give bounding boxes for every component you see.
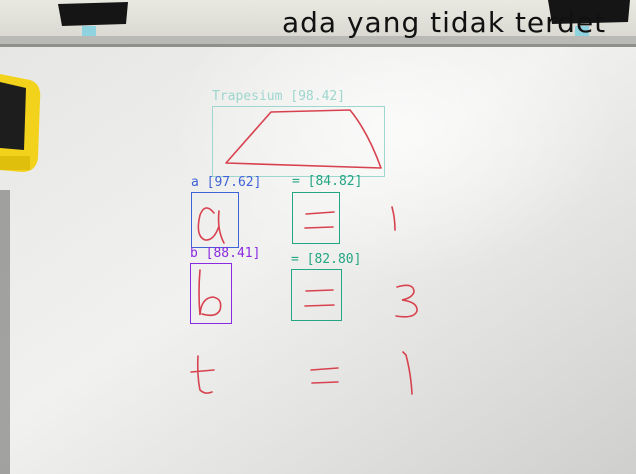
- detection-label-equals-2: = [82.80]: [291, 252, 362, 267]
- detection-box-equals-2: [291, 269, 342, 321]
- handwritten-b: [198, 269, 222, 317]
- drawn-trapezoid: [225, 109, 382, 169]
- detection-label-trapesium: Trapesium [98.42]: [212, 89, 346, 104]
- handwritten-a: [197, 207, 225, 244]
- handwritten-equals-3: [310, 367, 339, 384]
- detection-box-trapesium: [212, 106, 385, 177]
- board-eraser: [0, 74, 41, 172]
- detection-box-a: [191, 192, 239, 248]
- detection-label-b: b [88.41]: [190, 246, 261, 261]
- handwritten-one-2: [402, 351, 413, 395]
- detection-box-equals-1: [292, 192, 340, 244]
- whiteboard-frame: [0, 36, 636, 46]
- handwritten-three: [395, 284, 418, 318]
- handwritten-equals-1: [304, 211, 335, 229]
- wall-clip-right: [548, 0, 630, 24]
- handwritten-equals-2: [304, 289, 335, 307]
- detection-label-a: a [97.62]: [191, 175, 262, 190]
- detection-box-b: [190, 263, 232, 324]
- handwritten-t: [190, 355, 215, 394]
- wall-clip-left: [58, 2, 128, 26]
- detection-status-text: ada yang tidak terdet: [282, 6, 607, 39]
- handwritten-one-1: [391, 206, 396, 231]
- detection-label-equals-1: = [84.82]: [292, 174, 363, 189]
